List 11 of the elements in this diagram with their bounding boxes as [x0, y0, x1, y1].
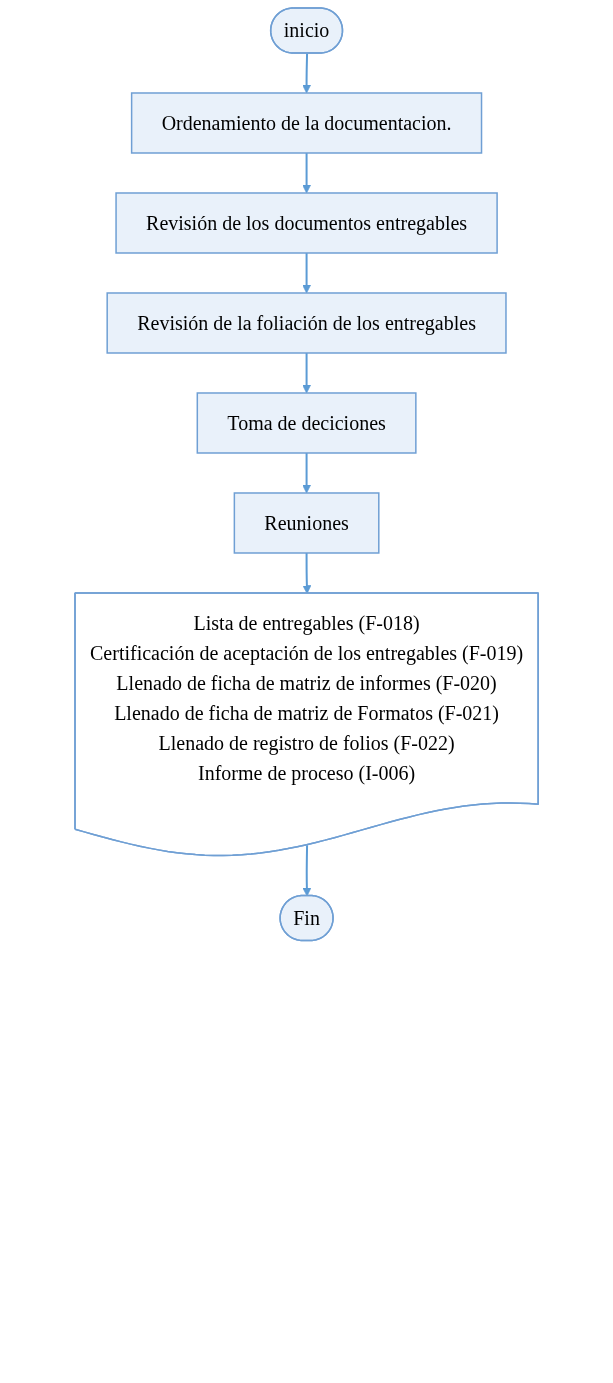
- node-box: Revisión de la foliación de los entregables: [106, 292, 507, 354]
- node-box: Ordenamiento de la documentacion.: [130, 92, 483, 154]
- arrow: [302, 352, 311, 394]
- node-box: Revisión de los documentos entregables: [115, 192, 498, 254]
- arrow: [302, 844, 312, 897]
- node-box: Toma de deciciones: [196, 392, 417, 454]
- arrow: [302, 52, 311, 94]
- arrow: [302, 452, 311, 494]
- arrow: [302, 252, 311, 294]
- node-box: Reuniones: [233, 492, 380, 554]
- arrow: [302, 152, 311, 194]
